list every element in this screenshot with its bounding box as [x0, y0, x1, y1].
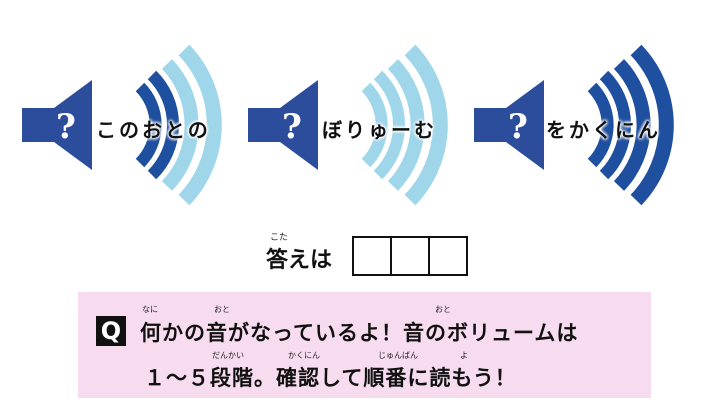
answer-label: 答えは — [266, 248, 333, 273]
question-line-2: １～５段階。確認して順番に読もう！ — [144, 366, 517, 390]
question-box: Q なに おと おと 何かの音がなっているよ！音のボリュームは だんかい かくに… — [78, 292, 651, 398]
ruby-kakunin: かくにん — [288, 351, 320, 360]
answer-box-3[interactable] — [428, 236, 468, 276]
ruby-dankai: だんかい — [212, 351, 244, 360]
answer-row: こた 答えは — [266, 232, 476, 276]
speaker-group-2: ? — [248, 40, 488, 230]
speaker-question-icon: ? — [248, 44, 448, 206]
question-line-1: 何かの音がなっているよ！音のボリュームは — [140, 321, 579, 345]
answer-box-2[interactable] — [390, 236, 430, 276]
speaker-group-1: ? — [22, 40, 262, 230]
speaker-question-icon: ? — [22, 44, 222, 206]
svg-text:?: ? — [282, 107, 302, 147]
svg-text:?: ? — [56, 107, 76, 147]
speaker-label-3: をかくにん — [546, 118, 661, 142]
answer-boxes — [352, 236, 468, 276]
ruby-oto-2: おと — [435, 305, 451, 314]
speaker-label-1: このおとの — [96, 118, 211, 142]
ruby-oto-1: おと — [214, 305, 230, 314]
ruby-junban: じゅんばん — [378, 351, 418, 360]
speaker-group-3: ? — [474, 40, 714, 230]
question-badge: Q — [96, 316, 126, 346]
svg-text:?: ? — [508, 107, 528, 147]
speaker-label-2: ぼりゅーむ — [322, 118, 437, 142]
ruby-nani: なに — [142, 305, 158, 314]
ruby-yo: よ — [460, 351, 468, 360]
speaker-question-icon: ? — [474, 44, 674, 206]
answer-ruby: こた — [270, 233, 289, 243]
answer-box-1[interactable] — [352, 236, 392, 276]
